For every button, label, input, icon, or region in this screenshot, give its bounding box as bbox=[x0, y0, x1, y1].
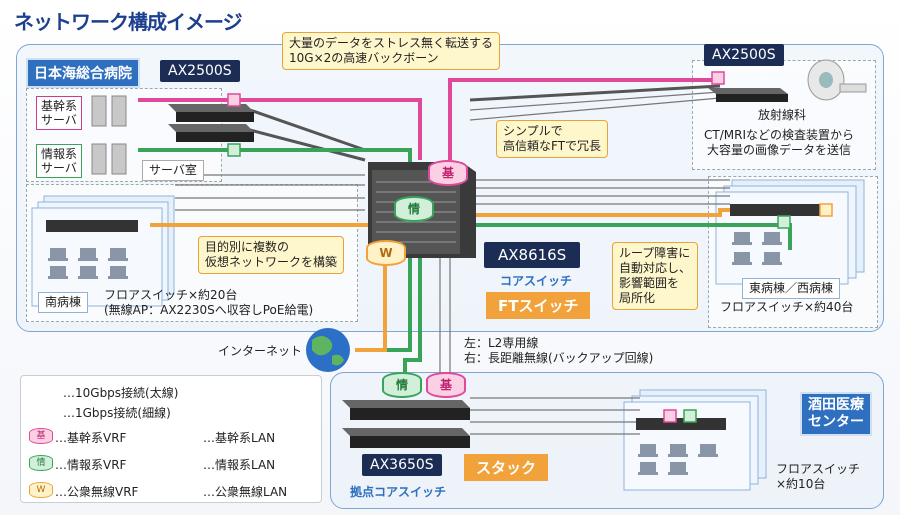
legend-wireless-vrf: …公衆無線VRF bbox=[55, 485, 139, 499]
east-floor-switch-shape bbox=[730, 204, 820, 216]
radiology-desc-line-2: 大容量の画像データを送信 bbox=[706, 143, 851, 157]
page-title: ネットワーク構成イメージ bbox=[14, 10, 243, 34]
hospital-label: 日本海総合病院 bbox=[26, 58, 140, 88]
sakata-label-line-2: センター bbox=[808, 414, 864, 430]
ft-callout: シンプルで 高信頼なFTで冗長 bbox=[496, 120, 609, 158]
legend-wireless-vrf-icon: W bbox=[29, 482, 53, 498]
sakata-floor-line-2: ×約10台 bbox=[776, 477, 826, 491]
loop-callout-line-1: ループ障害に bbox=[619, 246, 691, 260]
ft-callout-line-2: 高信頼なFTで冗長 bbox=[503, 139, 602, 153]
lan-port-markers bbox=[227, 71, 833, 423]
link-note-line-2: 右：長距離無線(バックアップ回線) bbox=[464, 351, 654, 365]
backbone-callout-line-2: 10G×2の高速バックボーン bbox=[289, 51, 439, 65]
south-ward-info: フロアスイッチ×約20台 (無線AP：AX2230Sへ収容しPoE給電) bbox=[104, 288, 313, 318]
south-ward-info-line-2: (無線AP：AX2230Sへ収容しPoE給電) bbox=[104, 303, 314, 317]
east-ward-info: フロアスイッチ×約40台 bbox=[720, 300, 854, 314]
radiology-desc-line-1: CT/MRIなどの検査装置から bbox=[704, 128, 854, 142]
legend-thick: …10Gbps接続(太線) bbox=[63, 386, 179, 400]
info-server-line-1: 情報系 bbox=[41, 147, 78, 161]
ft-switch-label: FTスイッチ bbox=[486, 292, 591, 319]
server-room-label: サーバ室 bbox=[142, 160, 204, 181]
info-server-label: 情報系 サーバ bbox=[36, 144, 83, 178]
legend: …10Gbps接続(太線) …1Gbps接続(細線) 基 …基幹系VRF …基幹… bbox=[20, 375, 322, 503]
ax2500s-right-label: AX2500S bbox=[704, 44, 784, 66]
backbone-callout-line-1: 大量のデータをストレス無く転送する bbox=[289, 36, 494, 50]
legend-info-lan: …情報系LAN bbox=[203, 458, 276, 472]
legend-core-vrf: …基幹系VRF bbox=[55, 431, 127, 445]
ct-scanner-shape bbox=[807, 59, 867, 101]
sakata-core-vrf-badge: 基 bbox=[426, 372, 466, 398]
ax2500s-right-switch-shape bbox=[708, 88, 788, 102]
link-note: 左：L2専用線 右：長距離無線(バックアップ回線) bbox=[464, 336, 653, 366]
vrf-callout-line-2: 仮想ネットワークを構築 bbox=[205, 255, 338, 269]
loop-callout-line-3: 影響範囲を bbox=[619, 276, 680, 290]
south-floor-switch-shape bbox=[46, 220, 138, 232]
ax8616s-label: AX8616S bbox=[484, 242, 581, 268]
internet-label: インターネット bbox=[218, 344, 303, 358]
loop-callout-line-4: 局所化 bbox=[619, 291, 656, 305]
thin-cables bbox=[175, 91, 730, 435]
legend-thin: …1Gbps接続(細線) bbox=[63, 406, 171, 420]
sakata-floor-line-1: フロアスイッチ bbox=[776, 462, 861, 476]
globe-icon bbox=[306, 328, 350, 372]
legend-info-vrf: …情報系VRF bbox=[55, 458, 127, 472]
info-vrf-badge: 情 bbox=[394, 196, 434, 222]
radiology-description: CT/MRIなどの検査装置から 大容量の画像データを送信 bbox=[704, 128, 854, 158]
radiology-name: 放射線科 bbox=[758, 108, 807, 122]
legend-wireless-lan: …公衆無線LAN bbox=[203, 485, 288, 499]
loop-callout: ループ障害に 自動対応し、 影響範囲を 局所化 bbox=[612, 242, 699, 310]
vrf-callout-line-1: 目的別に複数の bbox=[205, 240, 290, 254]
loop-callout-line-2: 自動対応し、 bbox=[619, 261, 692, 275]
legend-core-lan: …基幹系LAN bbox=[203, 431, 276, 445]
info-server-line-2: サーバ bbox=[41, 161, 77, 175]
vrf-callout: 目的別に複数の 仮想ネットワークを構築 bbox=[198, 236, 345, 274]
sakata-info-vrf-badge: 情 bbox=[382, 372, 422, 398]
legend-core-vrf-icon: 基 bbox=[29, 428, 53, 444]
core-server-line-2: サーバ bbox=[41, 113, 77, 127]
legend-info-vrf-icon: 情 bbox=[29, 455, 53, 471]
core-server-label: 基幹系 サーバ bbox=[36, 96, 83, 130]
ax2500s-left-switch-shapes bbox=[168, 104, 254, 142]
server-shapes bbox=[91, 95, 127, 175]
east-ward-name: 東病棟／西病棟 bbox=[742, 278, 841, 299]
thick-cables bbox=[249, 84, 721, 162]
core-server-line-1: 基幹系 bbox=[41, 99, 78, 113]
laptop-shapes bbox=[48, 232, 782, 475]
sakata-floor-info: フロアスイッチ ×約10台 bbox=[776, 462, 860, 492]
sakata-label: 酒田医療 センター bbox=[800, 392, 872, 436]
ax3650s-label: AX3650S bbox=[362, 454, 442, 476]
base-core-switch-label: 拠点コアスイッチ bbox=[350, 485, 447, 499]
core-switch-label: コアスイッチ bbox=[500, 274, 573, 288]
link-note-line-1: 左：L2専用線 bbox=[464, 336, 539, 350]
core-vrf-badge: 基 bbox=[428, 160, 468, 186]
ax3650s-stack-shapes bbox=[342, 400, 470, 448]
sakata-floor-switch-shape bbox=[636, 418, 726, 430]
south-ward-info-line-1: フロアスイッチ×約20台 bbox=[104, 288, 238, 302]
ax2500s-left-label: AX2500S bbox=[160, 60, 240, 82]
ft-callout-line-1: シンプルで bbox=[503, 124, 563, 138]
sakata-label-line-1: 酒田医療 bbox=[808, 397, 864, 413]
south-ward-name: 南病棟 bbox=[38, 292, 89, 313]
stack-label: スタック bbox=[464, 454, 549, 481]
wireless-vrf-badge: W bbox=[366, 240, 406, 266]
backbone-callout: 大量のデータをストレス無く転送する 10G×2の高速バックボーン bbox=[282, 32, 501, 70]
